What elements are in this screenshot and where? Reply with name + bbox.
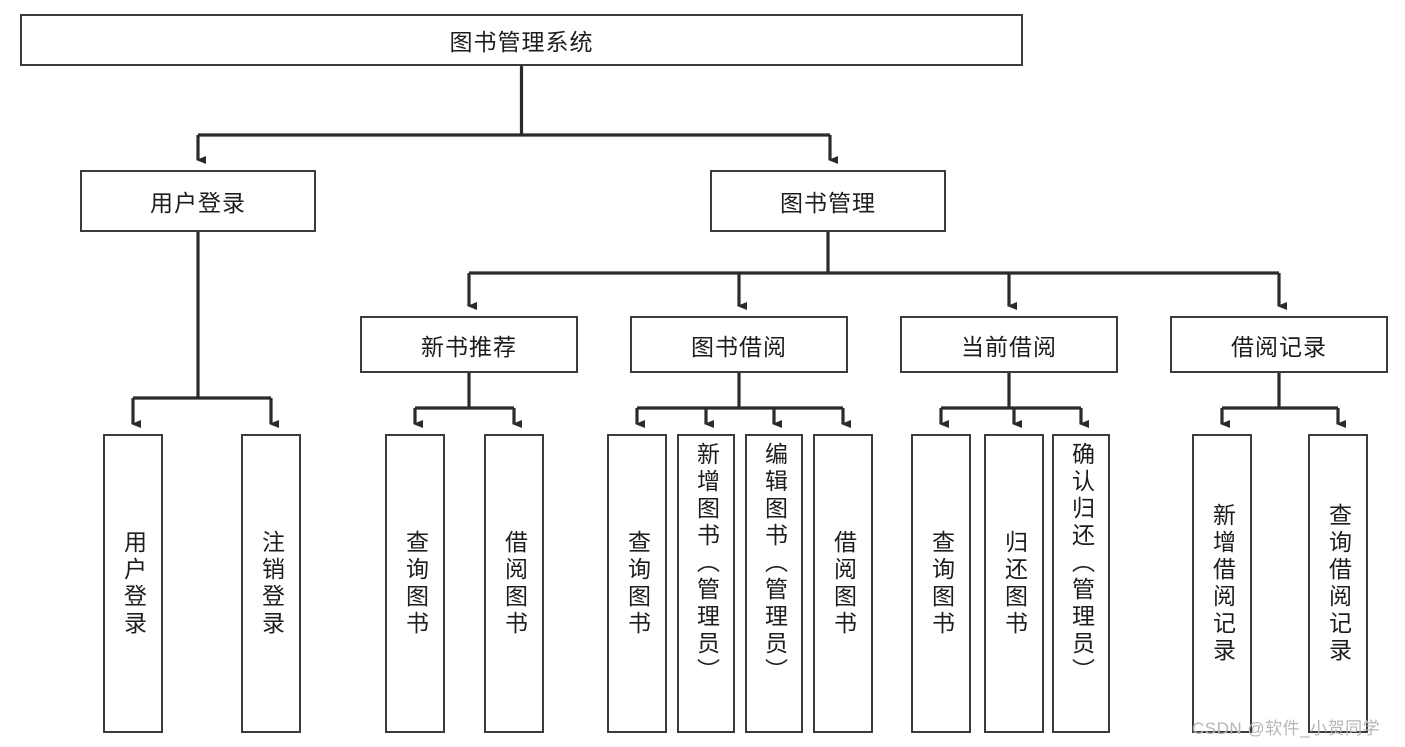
leaf-borrow-book-2[interactable]: 借阅图书 xyxy=(813,434,873,733)
node-label: 新书推荐 xyxy=(421,333,517,360)
node-label: 注销登录 xyxy=(258,529,285,638)
leaf-query-book-2[interactable]: 查询图书 xyxy=(607,434,667,733)
node-current-borrow[interactable]: 当前借阅 xyxy=(900,316,1118,373)
leaf-user-login[interactable]: 用户登录 xyxy=(103,434,163,733)
leaf-query-book-3[interactable]: 查询图书 xyxy=(911,434,971,733)
node-label: 图书管理系统 xyxy=(449,29,594,55)
leaf-add-record[interactable]: 新增借阅记录 xyxy=(1192,434,1252,733)
node-label: 查询图书 xyxy=(624,529,651,638)
leaf-query-book-1[interactable]: 查询图书 xyxy=(385,434,445,733)
node-label: 新增图书（管理员） xyxy=(693,442,720,685)
node-label: 图书管理 xyxy=(780,190,876,216)
node-label: 借阅记录 xyxy=(1231,333,1327,360)
node-user-login[interactable]: 用户登录 xyxy=(80,170,316,232)
node-borrow-record[interactable]: 借阅记录 xyxy=(1170,316,1388,373)
leaf-borrow-book-1[interactable]: 借阅图书 xyxy=(484,434,544,733)
node-label: 查询图书 xyxy=(402,529,429,638)
node-label: 图书借阅 xyxy=(691,333,787,360)
leaf-return-book[interactable]: 归还图书 xyxy=(984,434,1044,733)
node-new-book-rec[interactable]: 新书推荐 xyxy=(360,316,578,373)
node-label: 查询借阅记录 xyxy=(1325,502,1352,665)
node-label: 借阅图书 xyxy=(501,529,528,638)
node-label: 新增借阅记录 xyxy=(1209,502,1236,665)
leaf-confirm-return[interactable]: 确认归还（管理员） xyxy=(1052,434,1110,733)
node-label: 借阅图书 xyxy=(830,529,857,638)
leaf-query-record[interactable]: 查询借阅记录 xyxy=(1308,434,1368,733)
node-book-borrow[interactable]: 图书借阅 xyxy=(630,316,848,373)
leaf-add-book[interactable]: 新增图书（管理员） xyxy=(677,434,735,733)
leaf-logout[interactable]: 注销登录 xyxy=(241,434,301,733)
node-label: 当前借阅 xyxy=(961,333,1057,360)
node-label: 用户登录 xyxy=(150,190,246,216)
node-book-manage[interactable]: 图书管理 xyxy=(710,170,946,232)
node-label: 用户登录 xyxy=(120,529,147,638)
node-label: 归还图书 xyxy=(1001,529,1028,638)
node-label: 查询图书 xyxy=(928,529,955,638)
node-label: 确认归还（管理员） xyxy=(1068,442,1095,685)
node-root[interactable]: 图书管理系统 xyxy=(20,14,1023,66)
watermark: CSDN @软件_小贺同学 xyxy=(1192,719,1381,738)
leaf-edit-book[interactable]: 编辑图书（管理员） xyxy=(745,434,803,733)
node-label: 编辑图书（管理员） xyxy=(761,442,788,685)
